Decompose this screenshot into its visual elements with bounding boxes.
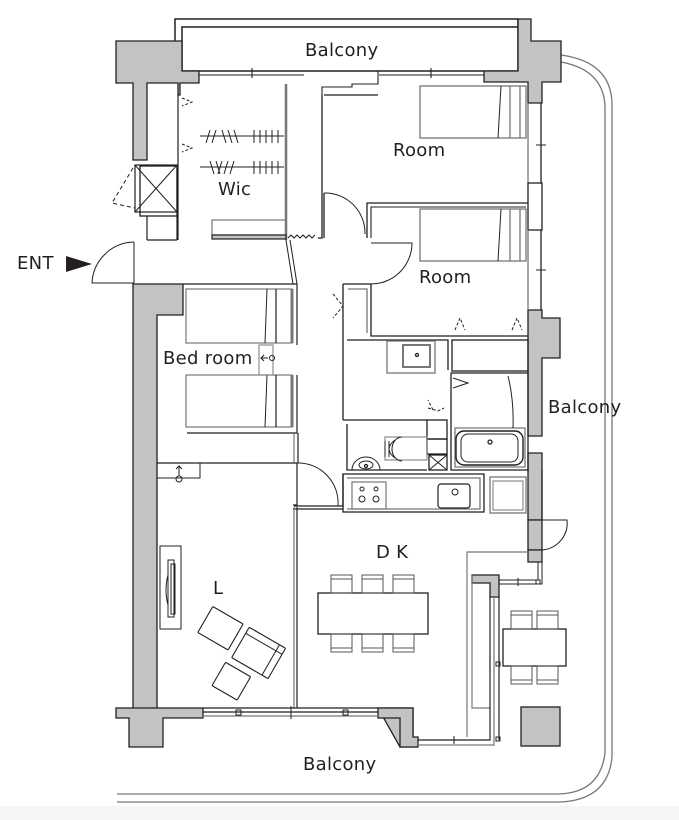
label-bed-room: Bed room — [163, 348, 253, 369]
page-bottom-strip — [0, 806, 679, 820]
label-dining-kitchen: D K — [376, 542, 409, 563]
label-entrance: ENT — [17, 253, 54, 274]
balcony-right-rail — [117, 54, 613, 803]
bath-area — [342, 284, 529, 471]
label-living: L — [213, 578, 224, 599]
label-room-lower: Room — [419, 267, 472, 288]
label-balcony-right: Balcony — [548, 397, 622, 418]
kitchen-counter — [342, 473, 527, 514]
label-room-upper: Room — [393, 140, 446, 161]
windows-top — [199, 68, 484, 95]
balcony-top-outline — [174, 18, 519, 72]
entrance-arrow-icon — [66, 256, 92, 272]
label-balcony-bottom: Balcony — [303, 754, 377, 775]
room-upper — [318, 85, 546, 239]
bed-room — [183, 283, 299, 463]
wic-room — [111, 84, 316, 285]
entrance-door — [91, 241, 135, 284]
dining-kitchen — [317, 470, 568, 746]
walls — [115, 18, 562, 748]
living-room — [157, 462, 378, 719]
label-wic: Wic — [218, 179, 252, 200]
room-lower — [332, 208, 546, 337]
label-balcony-top: Balcony — [305, 40, 379, 61]
